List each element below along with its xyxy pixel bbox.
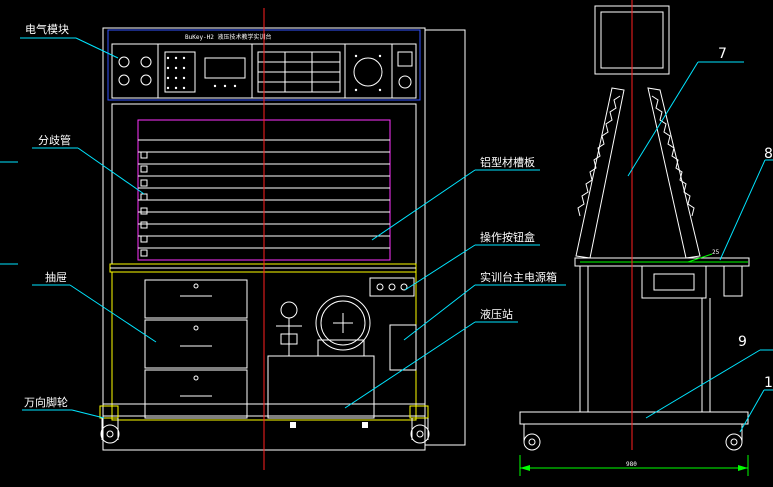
right-caster — [409, 405, 430, 444]
drawer-unit — [144, 279, 248, 419]
callout-8: 8 — [764, 146, 773, 162]
callout-7: 7 — [718, 46, 727, 62]
label-button-box: 操作按钮盒 — [480, 230, 535, 244]
button-box — [369, 277, 415, 297]
front-view: BuKey-H2 液压技术教学实训台 — [99, 8, 466, 470]
width-dimension-value: 980 — [626, 461, 637, 468]
label-drawer: 抽屉 — [45, 270, 67, 284]
callout-9: 9 — [738, 334, 747, 350]
hydraulic-station — [267, 295, 375, 419]
left-caster — [99, 405, 120, 444]
leader-lines — [0, 37, 773, 433]
a-frame-left — [575, 87, 625, 259]
manifold-ports — [140, 151, 148, 257]
small-dimension-value: 25 — [712, 249, 720, 256]
cabinet-side — [425, 29, 466, 446]
panel-title: BuKey-H2 液压技术教学实训台 — [185, 33, 272, 41]
label-aluminum-slot-panel: 铝型材槽板 — [480, 155, 535, 169]
label-manifold: 分歧管 — [38, 133, 71, 147]
side-base — [519, 411, 749, 425]
label-main-power-box: 实训台主电源箱 — [480, 270, 557, 284]
label-caster: 万向脚轮 — [24, 395, 68, 409]
a-frame-right — [647, 87, 701, 259]
side-casters — [523, 424, 743, 451]
side-view: 980 25 — [519, 0, 750, 476]
callout-1: 1 — [764, 375, 773, 391]
label-hydraulic-station: 液压站 — [480, 307, 513, 321]
labels: 电气模块 分歧管 抽屉 万向脚轮 铝型材槽板 操作按钮盒 实训台主电源箱 液压站… — [24, 22, 773, 409]
label-electric-module: 电气模块 — [25, 22, 69, 36]
